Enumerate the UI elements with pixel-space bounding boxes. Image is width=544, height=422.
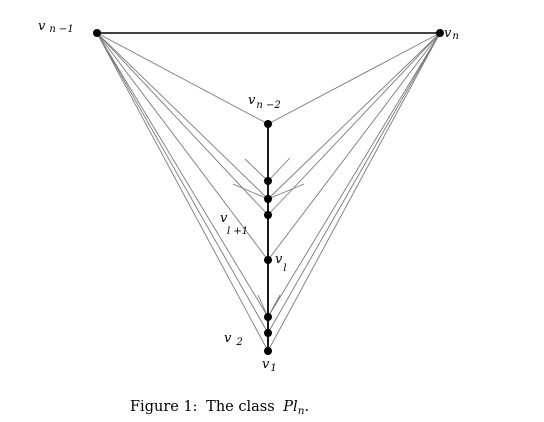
edge — [96, 32, 269, 261]
edge — [267, 32, 441, 352]
vertices — [93, 29, 444, 355]
caption-math-sub: n — [298, 405, 305, 417]
edge — [267, 32, 441, 261]
vertex-v-1 — [264, 347, 272, 355]
edge — [96, 32, 269, 352]
edge-stub — [267, 157, 291, 182]
side-edges — [96, 32, 441, 352]
vertex-v-l-plus-1 — [264, 211, 272, 219]
edge — [96, 32, 269, 125]
vertex — [264, 177, 272, 185]
caption-prefix: Figure 1: — [130, 399, 198, 415]
edge — [267, 32, 441, 125]
caption-end: . — [304, 399, 309, 415]
label-v-n-minus-2: vn −2 — [248, 93, 281, 111]
label-v-n: vn — [444, 26, 459, 42]
edge — [267, 32, 441, 334]
vertex — [264, 313, 272, 321]
edge — [267, 32, 441, 318]
edge-stub — [244, 158, 269, 182]
figure-caption: Figure 1: The class Pln. — [130, 399, 309, 417]
edge — [96, 32, 269, 334]
caption-math: Pl — [282, 399, 298, 415]
edge-stub — [267, 183, 305, 200]
label-v-l: vl — [275, 252, 287, 274]
caption-text: The class — [206, 399, 275, 415]
edge-stub — [232, 183, 269, 200]
vertex-v-2 — [264, 329, 272, 337]
edge-stub — [267, 294, 281, 318]
edge — [96, 32, 269, 318]
edge — [96, 32, 269, 216]
edge — [96, 32, 269, 200]
label-v-1: v1 — [262, 357, 277, 374]
main-edges — [97, 32, 440, 351]
vertex-v-n — [436, 29, 444, 37]
edge — [267, 32, 441, 216]
vertex-v-n-minus-1 — [93, 29, 101, 37]
vertex — [264, 195, 272, 203]
vertex-v-l — [264, 256, 272, 264]
edge — [267, 32, 441, 200]
edge-stub — [257, 294, 269, 318]
label-v-l-plus-1: vl +1 — [220, 211, 248, 237]
vertex-v-n-minus-2 — [264, 120, 272, 128]
